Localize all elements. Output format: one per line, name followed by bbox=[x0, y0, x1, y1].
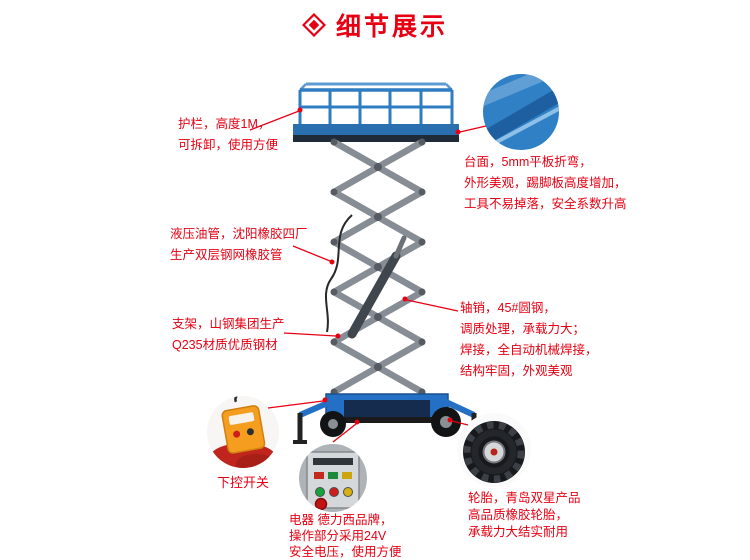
support-note: 支架，山钢集团生产 Q235材质优质钢材 bbox=[172, 314, 285, 356]
note-line: Q235材质优质钢材 bbox=[172, 338, 278, 352]
note-line: 工具不易掉落，安全系数升高 bbox=[464, 197, 627, 211]
lift-hydraulic-cylinder bbox=[347, 235, 407, 339]
page-header: 细节展示 bbox=[0, 8, 750, 42]
page-title: 细节展示 bbox=[335, 13, 448, 41]
note-line: 电器 德力西品牌， bbox=[289, 513, 393, 527]
lift-platform-deck bbox=[293, 124, 459, 142]
tire-note: 轮胎，青岛双星产品 高品质橡胶轮胎， 承载力大结实耐用 bbox=[468, 490, 581, 541]
note-line: 安全电压，使用方便 bbox=[289, 545, 402, 559]
note-line: 轮胎，青岛双星产品 bbox=[468, 491, 581, 505]
note-line: 外形美观，踢脚板高度增加， bbox=[464, 176, 627, 190]
note-line: 台面，5mm平板折弯， bbox=[464, 155, 592, 169]
platform-detail-photo bbox=[483, 74, 559, 150]
lift-pivot-pins bbox=[330, 138, 426, 396]
hydraulic-note: 液压油管，沈阳橡胶四厂 生产双层钢网橡胶管 bbox=[170, 224, 308, 266]
tire-photo bbox=[457, 413, 531, 487]
note-line: 护栏，高度1M， bbox=[178, 117, 271, 131]
electric-note: 电器 德力西品牌， 操作部分采用24V 安全电压，使用方便 bbox=[289, 512, 402, 560]
note-line: 操作部分采用24V bbox=[289, 529, 387, 543]
remote-control-photo bbox=[207, 396, 279, 468]
note-line: 结构牢固，外观美观 bbox=[460, 364, 573, 378]
guardrail-note: 护栏，高度1M， 可拆卸，使用方便 bbox=[178, 114, 278, 156]
note-line: 可拆卸，使用方便 bbox=[178, 138, 279, 152]
note-line: 承载力大结实耐用 bbox=[468, 525, 569, 539]
callout-dots bbox=[297, 107, 461, 425]
lift-wheels bbox=[320, 407, 461, 437]
note-line: 轴销，45#圆钢， bbox=[460, 301, 556, 315]
callout-lines bbox=[249, 110, 487, 443]
note-line: 焊接，全自动机械焊接， bbox=[460, 343, 598, 357]
note-line: 液压油管，沈阳橡胶四厂 bbox=[170, 227, 308, 241]
remote-control-label: 下控开关 bbox=[217, 475, 270, 490]
note-line: 高品质橡胶轮胎， bbox=[468, 508, 569, 522]
note-line: 支架，山钢集团生产 bbox=[172, 317, 285, 331]
note-line: 调质处理，承载力大； bbox=[460, 322, 586, 336]
lift-base-chassis bbox=[293, 393, 481, 444]
lift-guardrail bbox=[298, 82, 454, 124]
platform-note: 台面，5mm平板折弯， 外形美观，踢脚板高度增加， 工具不易掉落，安全系数升高 bbox=[464, 152, 627, 215]
lift-hydraulic-hose bbox=[324, 214, 353, 333]
note-line: 生产双层钢网橡胶管 bbox=[170, 248, 283, 262]
control-box-photo bbox=[299, 444, 367, 512]
axle-note: 轴销，45#圆钢， 调质处理，承载力大； 焊接，全自动机械焊接， 结构牢固，外观… bbox=[460, 298, 598, 382]
diamond-icon bbox=[301, 13, 326, 37]
